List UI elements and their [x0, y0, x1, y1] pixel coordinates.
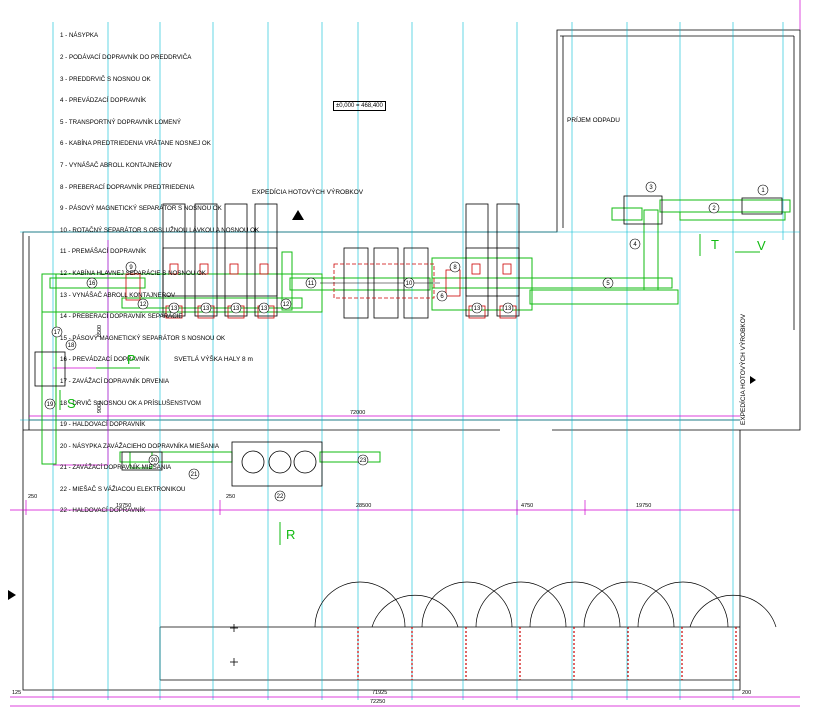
legend-item: 2 - PODÁVACÍ DOPRAVNÍK DO PREDDRVIČA — [60, 54, 192, 61]
intake-label: PRÍJEM ODPADU — [567, 117, 620, 124]
legend-item: 6 - KABÍNA PREDTRIEDENIA VRÁTANE NOSNEJ … — [60, 140, 211, 148]
dimension-125: 125 — [12, 690, 22, 696]
marker-t: T — [711, 237, 719, 252]
equipment-number: 13 — [203, 306, 210, 312]
equipment-number: 18 — [68, 343, 75, 349]
expedition-side-label: EXPEDÍCIA HOTOVÝCH VÝROBKOV — [740, 313, 747, 425]
equipment-number: 13 — [261, 306, 268, 312]
dimension-19750-right: 19750 — [636, 503, 652, 509]
elevation-reference: ±0,000 = 468,400 — [333, 101, 386, 111]
equipment-number: 10 — [406, 281, 413, 287]
legend-item: 22 - HALDOVACÍ DOPRAVNÍK — [60, 507, 146, 515]
legend-item: 10 - ROTAČNÝ SEPARÁTOR S OBSLUŽNOU LÁVKO… — [60, 226, 260, 234]
direction-arrows — [8, 210, 756, 600]
marker-s: S — [67, 396, 76, 411]
legend-item: 15 - PÁSOVÝ MAGNETICKÝ SEPARÁTOR S NOSNO… — [60, 334, 226, 342]
dimension-250-mid: 250 — [226, 494, 236, 500]
dimension-19750-left: 19750 — [116, 503, 132, 509]
equipment-number: 5 — [606, 281, 610, 287]
bay-walls — [357, 627, 737, 680]
legend-item: 4 - PREVÁDZACÍ DOPRAVNÍK — [60, 97, 147, 105]
building-outline — [22, 29, 801, 691]
equipment-number: 12 — [140, 302, 147, 308]
legend-item: 22 - MIEŠAČ S VÁŽIACOU ELEKTRONIKOU — [60, 485, 186, 493]
equipment-number: 21 — [191, 472, 198, 478]
legend-item: 9 - PÁSOVÝ MAGNETICKÝ SEPARÁTOR S NOSNOU… — [60, 205, 222, 213]
legend-item: 13 - VYNÁŠAČ ABROLL KONTAJNEROV — [60, 291, 176, 299]
dimension-200: 200 — [742, 690, 752, 696]
legend-item: 7 - VYNÁŠAČ ABROLL KONTAJNEROV — [60, 161, 172, 169]
marker-r: R — [286, 527, 296, 542]
legend-item: 19 - HALDOVACÍ DOPRAVNÍK — [60, 421, 146, 429]
dimension-28500: 28500 — [356, 503, 372, 509]
equipment-number: 12 — [283, 302, 290, 308]
equipment-number: 2 — [712, 206, 716, 212]
marker-p: P — [127, 352, 136, 367]
expedition-top-label: EXPEDÍCIA HOTOVÝCH VÝROBKOV — [252, 189, 364, 196]
equipment-number: 17 — [54, 330, 61, 336]
legend-item: 21 - ZAVÁŽACÍ DOPRAVNÍK MIEŠANIA — [60, 464, 172, 472]
dimension-71925: 71925 — [372, 690, 388, 696]
equipment-legend: 1 - NÁSYPKA 2 - PODÁVACÍ DOPRAVNÍK DO PR… — [60, 18, 259, 522]
legend-item: 14 - PREBERACÍ DOPRAVNÍK SEPARÁCIE — [60, 313, 183, 321]
equipment-number: 20 — [151, 458, 158, 464]
equipment-number: 9 — [129, 265, 133, 271]
equipment-number: 16 — [89, 281, 96, 287]
equipment-number: 4 — [633, 242, 637, 248]
equipment-number: 8 — [453, 265, 457, 271]
hall-height-label: SVETLÁ VÝŠKA HALY 8 m — [174, 356, 253, 363]
marker-arrows — [59, 234, 760, 545]
storage-bays — [314, 581, 777, 628]
legend-item: 17 - ZAVÁŽACÍ DOPRAVNÍK DRVENIA — [60, 377, 169, 385]
legend-item: 18 - DRVIČ S NOSNOU OK A PRÍSLUŠENSTVOM — [60, 399, 201, 407]
legend-item: 8 - PREBERACÍ DOPRAVNÍK PREDTRIEDENIA — [60, 183, 195, 191]
equipment-number: 13 — [474, 306, 481, 312]
dimension-72250: 72250 — [370, 699, 386, 705]
equipment-number: 6 — [440, 294, 444, 300]
dimension-lines — [10, 0, 801, 707]
legend-item: 5 - TRANSPORTNÝ DOPRAVNÍK LOMENÝ — [60, 118, 182, 126]
equipment-number: 3 — [649, 185, 653, 191]
equipment-number: 11 — [308, 281, 315, 287]
dimension-9000: 9000 — [97, 400, 104, 414]
dimension-250-left: 250 — [28, 494, 38, 500]
legend-item: 11 - PREMÁŠACÍ DOPRAVNÍK — [60, 248, 147, 256]
legend-item: 16 - PREVÁDZACÍ DOPRAVNÍK — [60, 356, 150, 364]
equipment-number: 1 — [761, 188, 765, 194]
legend-item: 3 - PREDDRVIČ S NOSNOU OK — [60, 75, 151, 83]
equipment-number: 13 — [171, 306, 178, 312]
marker-v: V — [757, 238, 766, 253]
equipment-number: 22 — [277, 494, 284, 500]
survey-marks — [230, 624, 238, 666]
legend-item: 1 - NÁSYPKA — [60, 32, 99, 40]
equipment-number: 13 — [233, 306, 240, 312]
dimension-8500: 8500 — [97, 324, 104, 338]
legend-item: 12 - KABÍNA HLAVNEJ SEPARÁCIE S NOSNOU O… — [60, 269, 206, 277]
dimension-72000: 72000 — [350, 410, 366, 416]
equipment-number: 23 — [360, 458, 367, 464]
legend-item: 20 - NÁSYPKA ZAVÁŽACIEHO DOPRAVNÍKA MIEŠ… — [60, 442, 219, 450]
equipment-number: 19 — [47, 402, 54, 408]
dimension-4750: 4750 — [521, 503, 534, 509]
equipment-number: 13 — [505, 306, 512, 312]
